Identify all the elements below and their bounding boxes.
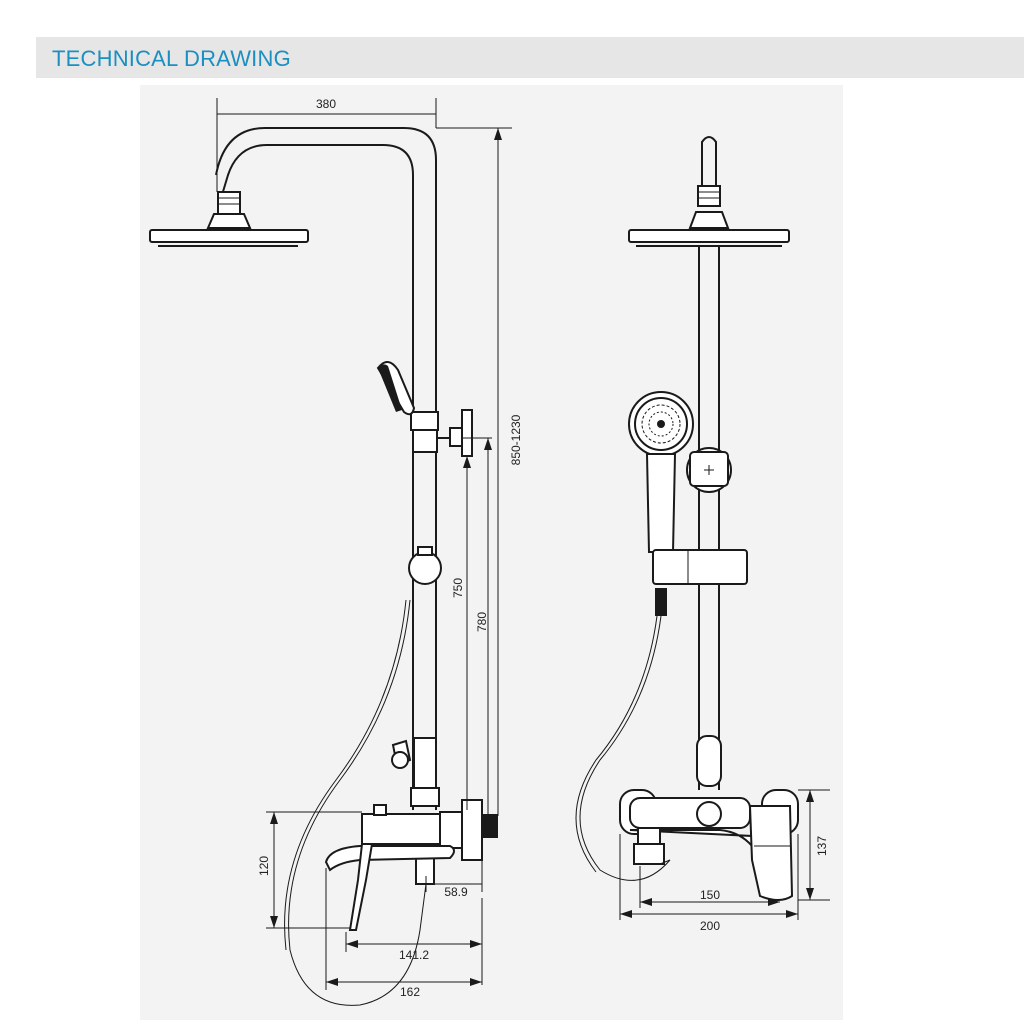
front-mixer-body — [629, 797, 751, 829]
side-head-cone — [206, 213, 252, 229]
front-diverter — [633, 843, 665, 865]
dim-inlet-offset: 58.9 — [444, 885, 468, 899]
side-lower-fixing — [413, 737, 437, 789]
dim-total-height: 850-1230 — [509, 414, 523, 465]
side-riser-pipe-inner — [215, 127, 437, 810]
front-hand-shower-handle — [645, 453, 677, 553]
front-lower-fixing — [696, 735, 722, 787]
dim-holder-750: 750 — [451, 578, 465, 598]
side-slider-ball — [408, 551, 442, 585]
side-spout — [324, 845, 455, 872]
front-head-connector — [697, 185, 721, 207]
side-mixer-body — [361, 813, 441, 845]
side-hose — [288, 599, 427, 1006]
front-lever — [748, 805, 794, 901]
dim-arm-reach: 380 — [316, 97, 336, 111]
dim-holder-780: 780 — [475, 612, 489, 632]
side-head-connector — [217, 191, 241, 215]
side-holder-body — [412, 429, 438, 453]
side-holder-clamp — [410, 411, 439, 431]
front-hose — [579, 615, 671, 881]
side-shower-head — [149, 229, 309, 243]
side-wall-connector — [439, 811, 463, 849]
front-shower-head — [628, 229, 790, 243]
front-hose-nut — [655, 588, 667, 616]
title-bar: TECHNICAL DRAWING — [36, 37, 1024, 78]
dim-inlet-distance: 150 — [700, 888, 720, 902]
side-riser-pipe-outer — [221, 144, 414, 810]
dim-front-mixer-height: 137 — [815, 836, 829, 856]
side-lever — [348, 843, 374, 931]
front-view: 137 150 200 — [575, 136, 830, 933]
side-view: 380 850-1230 750 780 120 58.9 141.2 — [149, 97, 523, 1006]
front-top-stub — [701, 136, 717, 185]
dim-spout-depth-1: 141.2 — [399, 948, 429, 962]
page-title: TECHNICAL DRAWING — [52, 46, 291, 71]
front-slide-holder — [652, 549, 748, 585]
side-holder-knob — [449, 427, 463, 447]
side-holder-plate — [461, 409, 473, 457]
dim-mixer-height: 120 — [257, 856, 271, 876]
dim-mixer-width: 200 — [700, 919, 720, 933]
dim-spout-depth-2: 162 — [400, 985, 420, 999]
